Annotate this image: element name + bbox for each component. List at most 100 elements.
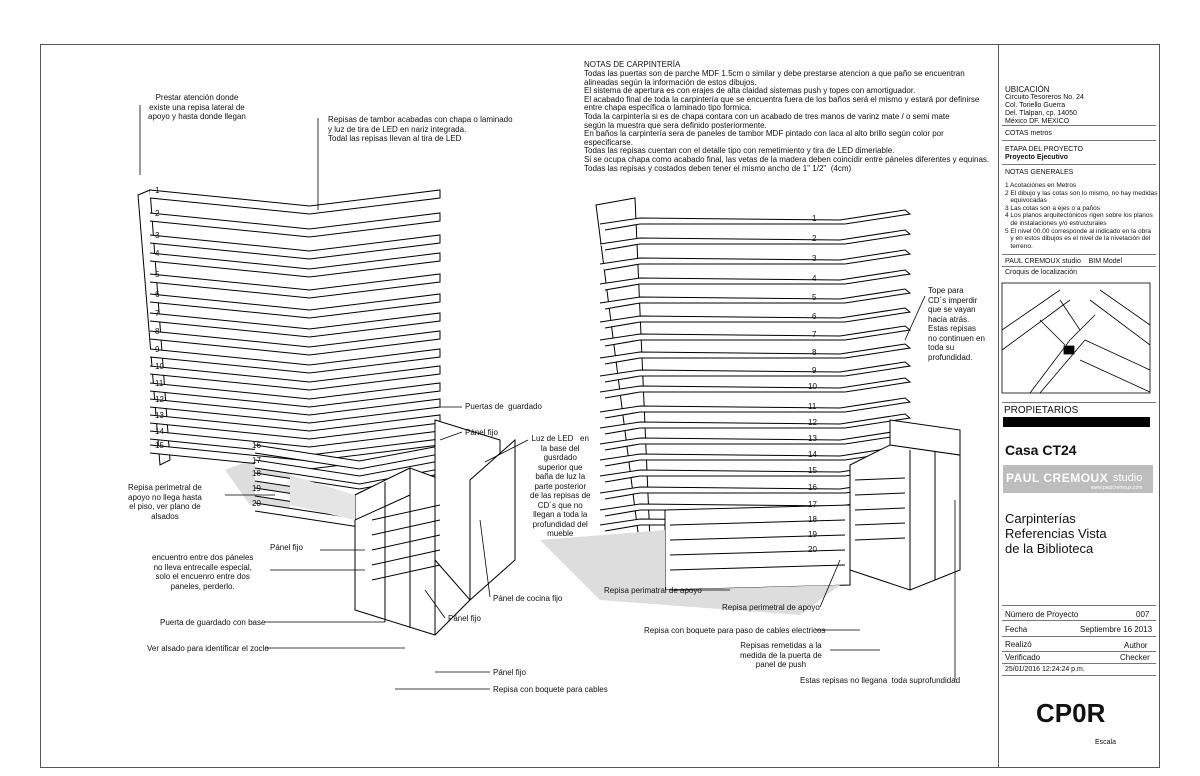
note-perimeter-shelf: Repisa perimetral de apoyo no llega hast… bbox=[128, 483, 202, 521]
right-shelf bbox=[599, 429, 912, 451]
left-shelf-number: 9 bbox=[155, 345, 160, 354]
left-shelf bbox=[149, 189, 441, 215]
divider bbox=[1002, 140, 1156, 141]
carpentry-note-line: El sistema de apertura es con erajes de … bbox=[584, 86, 916, 96]
right-shelf-number: 11 bbox=[808, 402, 817, 411]
right-shelf bbox=[599, 343, 912, 365]
units-label: COTAS metros bbox=[1005, 130, 1052, 137]
right-shelf-number: 18 bbox=[808, 515, 817, 524]
leader-line bbox=[479, 519, 491, 598]
left-shelf-number: 5 bbox=[155, 270, 160, 279]
annotation-leader-lines bbox=[139, 105, 956, 690]
house-name: Casa CT24 bbox=[1005, 442, 1077, 458]
studio-logo: PAUL CREMOUX studio www.paulcremoux.com bbox=[1003, 465, 1153, 493]
right-shelf-number: 16 bbox=[808, 483, 817, 492]
carpentry-note-line: entre chapa específica o laminado tipo f… bbox=[584, 103, 752, 113]
divider bbox=[1002, 266, 1156, 267]
left-shelf bbox=[149, 348, 441, 374]
divider bbox=[1002, 164, 1156, 165]
timestamp: 25/01/2016 12:24:24 p.m. bbox=[1005, 666, 1085, 673]
left-shelf bbox=[149, 234, 441, 260]
leader-line bbox=[424, 589, 446, 619]
logo-main-text: PAUL CREMOUX bbox=[1006, 471, 1109, 485]
general-notes-title: NOTAS GENERALES bbox=[1005, 169, 1074, 176]
carpentry-note-line: El acabado final de toda la carpintería … bbox=[584, 94, 980, 104]
note-storage-door-base: Puerta de guardado con base bbox=[160, 618, 266, 627]
carpentry-note-line: Todas las repisas cuentan con el detalle… bbox=[584, 146, 895, 156]
left-shelf bbox=[149, 365, 441, 391]
note-perimeter-1: Repisa perimatral de apoyo bbox=[604, 586, 702, 595]
right-shelf bbox=[599, 269, 912, 291]
note-kitchen-panel: Pánel de cocina fijo bbox=[493, 594, 563, 603]
right-shelf bbox=[599, 325, 912, 347]
left-shelf-number: 6 bbox=[155, 290, 160, 299]
left-shelf-number: 15 bbox=[155, 441, 164, 450]
croquis-label: Croquis de localización bbox=[1005, 269, 1077, 276]
project-number-value: 007 bbox=[1136, 610, 1150, 619]
right-shelf bbox=[599, 229, 912, 251]
general-notes-list: 1 Acotaciónes en Metros 2 El dibujo y la… bbox=[1005, 182, 1158, 250]
project-number-label: Número de Proyecto bbox=[1005, 610, 1079, 619]
right-shelf-number: 13 bbox=[808, 434, 817, 443]
checked-value: Checker bbox=[1120, 653, 1150, 662]
right-shelf-number: 14 bbox=[808, 450, 817, 459]
divider bbox=[1002, 620, 1156, 621]
note-led-shelves: Repisas de tambor acabadas con chapa o l… bbox=[328, 115, 513, 143]
left-shelf-number: 2 bbox=[155, 209, 160, 218]
left-cabinet-isometric bbox=[290, 419, 516, 636]
sheet-title: Carpinterías Referencias Vista de la Bib… bbox=[1005, 511, 1107, 556]
location-map bbox=[1001, 282, 1151, 394]
note-cable-shelf: Repisa con boquete para cables bbox=[493, 685, 608, 694]
made-by-value: Author bbox=[1124, 641, 1148, 650]
carpentry-note-line: Todas las repisas y costados deben tener… bbox=[584, 163, 852, 173]
note-led-base: Luz de LED en la base del gusrdado super… bbox=[530, 434, 591, 538]
right-shelf bbox=[599, 397, 912, 419]
logo-studio-text: studio bbox=[1113, 472, 1143, 484]
right-shelf-number: 5 bbox=[812, 293, 817, 302]
made-by-label: Realizó bbox=[1005, 640, 1032, 649]
left-shelf-number: 1 bbox=[155, 186, 160, 195]
left-shelf bbox=[149, 398, 441, 424]
carpentry-note-line: alineadas según la información de estos … bbox=[584, 77, 757, 87]
right-shelf-number: 9 bbox=[812, 366, 817, 375]
right-shelf-number: 2 bbox=[812, 234, 817, 243]
right-shelf bbox=[599, 307, 912, 329]
left-shelf-number: 7 bbox=[155, 309, 160, 318]
divider bbox=[1002, 125, 1156, 126]
right-shelf bbox=[599, 249, 912, 271]
right-shelf-number: 8 bbox=[812, 348, 817, 357]
stage-title: ETAPA DEL PROYECTO bbox=[1005, 146, 1083, 153]
leader-line bbox=[484, 439, 529, 463]
date-value: Septiembre 16 2013 bbox=[1080, 625, 1153, 634]
logo-url: www.paulcremoux.com bbox=[1091, 485, 1143, 491]
leader-line bbox=[819, 559, 841, 608]
note-fixed-panel-left: Pánel fijo bbox=[270, 543, 303, 552]
right-shelf bbox=[599, 288, 912, 310]
left-shelf bbox=[149, 273, 441, 299]
divider bbox=[1002, 402, 1156, 403]
note-attention: Prestar atención donde existe una repisa… bbox=[148, 93, 246, 121]
title-block bbox=[998, 44, 1160, 768]
left-shelf-number: 4 bbox=[155, 249, 160, 258]
right-cabinet-isometric bbox=[540, 419, 961, 615]
right-shelf-number: 1 bbox=[812, 214, 817, 223]
date-label: Fecha bbox=[1005, 625, 1028, 634]
right-shelf bbox=[599, 413, 912, 435]
right-shelf-number: 17 bbox=[808, 500, 817, 509]
location-title: UBICACIÓN bbox=[1005, 85, 1050, 94]
right-shelf-number: 7 bbox=[812, 330, 817, 339]
right-shelf-number: 6 bbox=[812, 312, 817, 321]
left-shelf bbox=[149, 414, 441, 440]
scale-label: Escala bbox=[1095, 739, 1117, 746]
note-cd-stop: Tope para CD´s imperdir que se vayan hac… bbox=[928, 286, 985, 362]
studio-model-line: PAUL CREMOUX studio BIM Model bbox=[1005, 258, 1123, 265]
drawing-sheet-border bbox=[40, 44, 1160, 768]
left-shelf-number: 14 bbox=[155, 427, 164, 436]
right-shelf bbox=[599, 377, 912, 399]
right-shelf-number: 4 bbox=[812, 274, 817, 283]
note-push-shelves: Repisas remetidas a la medida de la puer… bbox=[740, 641, 822, 669]
left-shelf-number: 12 bbox=[155, 395, 164, 404]
right-shelf-number: 19 bbox=[808, 530, 817, 539]
right-shelf bbox=[599, 361, 912, 383]
owners-redaction-bar bbox=[1003, 417, 1150, 427]
